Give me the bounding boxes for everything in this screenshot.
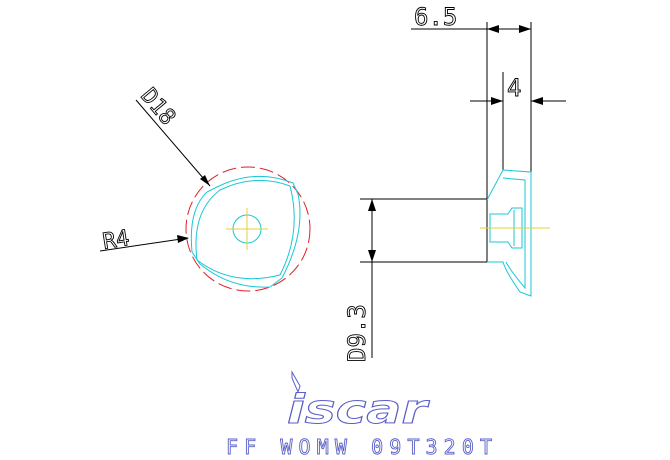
r4-leader-line	[99, 237, 189, 252]
r4-arrow	[177, 235, 189, 243]
dim-65-arrow-right	[519, 25, 531, 33]
side-profile-inner	[502, 177, 526, 290]
front-view: D18 R4	[99, 83, 311, 292]
dim-4-arrow-right	[531, 97, 543, 105]
d18-leader-line	[135, 99, 211, 187]
dim-93-label: D9.3	[343, 304, 371, 362]
logo-wordmark: iscar	[287, 387, 430, 433]
brand-logo: iscar	[287, 370, 430, 434]
dim-65-label: 6.5	[414, 3, 457, 31]
insert-outline	[190, 175, 301, 288]
dim-65-arrow-left	[487, 25, 499, 33]
dim-93-arrow-top	[368, 199, 376, 211]
d18-label: D18	[135, 84, 180, 131]
side-hole	[489, 207, 523, 249]
d18-arrow	[200, 175, 210, 186]
inscribed-circle	[185, 166, 311, 292]
logo-flame-mark	[291, 370, 301, 394]
dim-93-arrow-bottom	[368, 250, 376, 262]
insert-designation: FF WOMW 09T320T	[226, 435, 496, 459]
r4-label: R4	[101, 226, 131, 255]
insert-inner-outline	[195, 179, 295, 280]
side-profile	[486, 169, 532, 297]
side-view: 6.5 4 D9.3	[343, 3, 566, 362]
dim-4-arrow-left	[491, 97, 503, 105]
dim-4-label: 4	[507, 74, 521, 102]
